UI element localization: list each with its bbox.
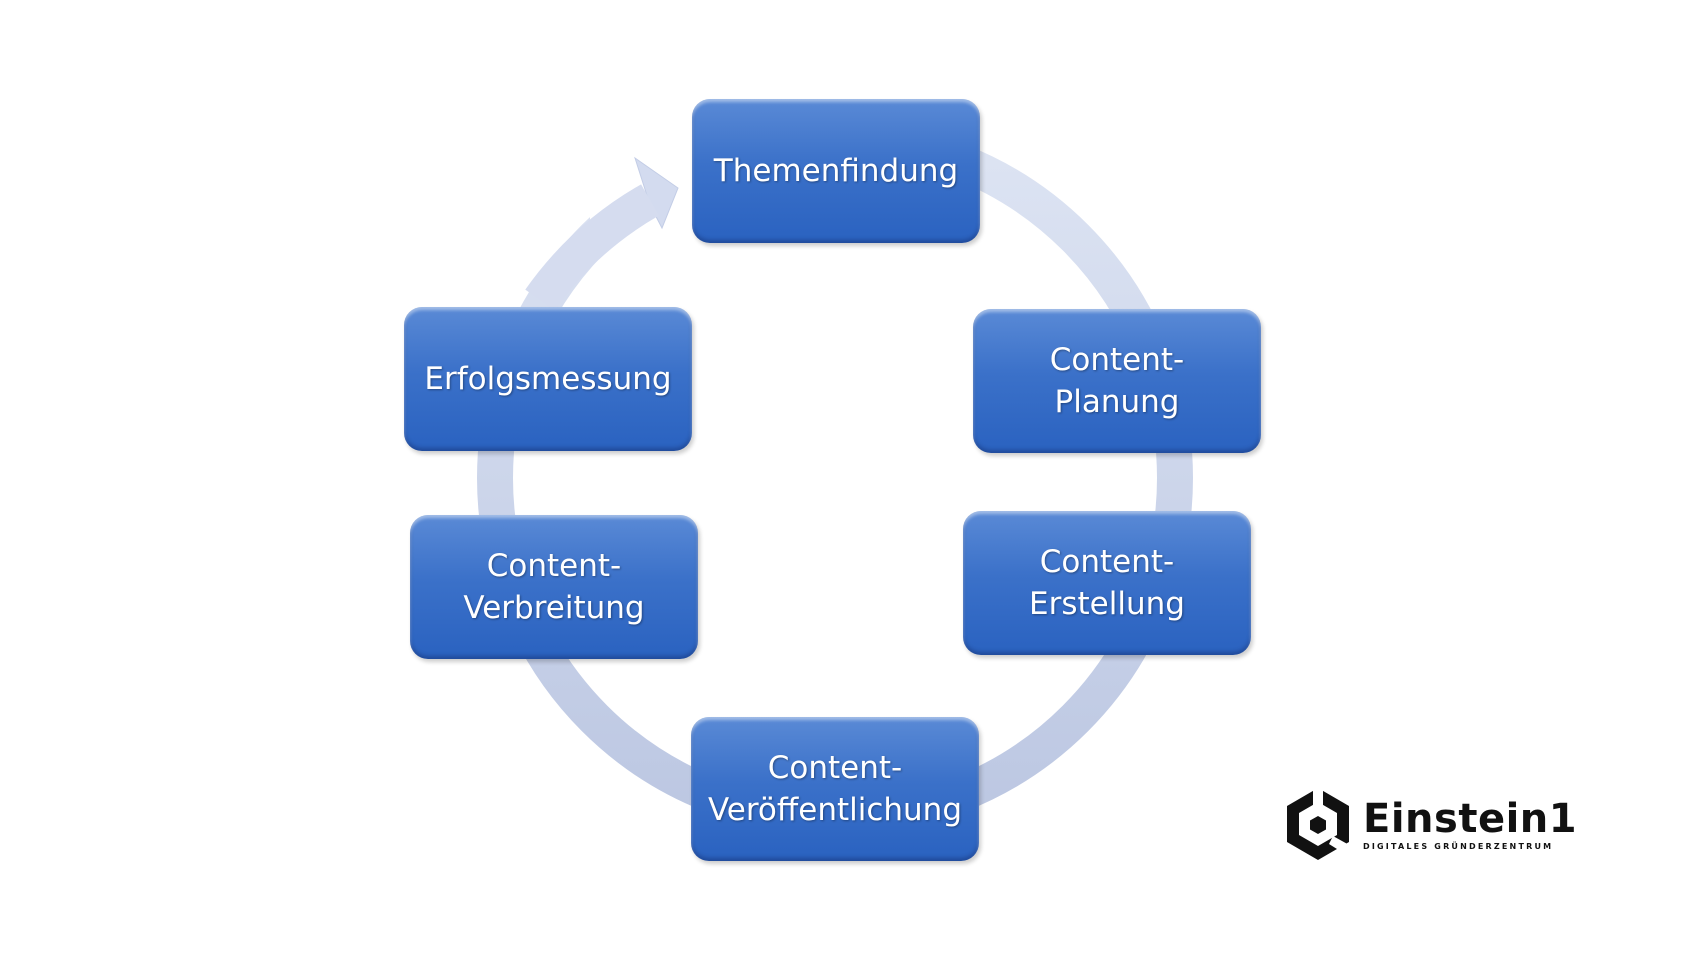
- step-content-planung: Content- Planung: [973, 309, 1261, 453]
- hexagon-logo-icon: [1287, 786, 1351, 860]
- step-label: Content- Veröffentlichung: [707, 750, 963, 828]
- step-themenfindung: Themenfindung: [692, 99, 980, 243]
- einstein1-logo: Einstein1 DIGITALES GRÜNDERZENTRUM: [1283, 786, 1577, 862]
- step-content-erstellung: Content- Erstellung: [963, 511, 1251, 655]
- step-label: Content- Verbreitung: [463, 548, 645, 626]
- arrowhead-icon: [634, 156, 679, 230]
- step-label: Content- Erstellung: [1029, 544, 1185, 622]
- step-content-veroeffentlichung: Content- Veröffentlichung: [691, 717, 979, 861]
- step-label: Themenfindung: [713, 153, 959, 189]
- step-label: Erfolgsmessung: [424, 361, 672, 397]
- step-content-verbreitung: Content- Verbreitung: [410, 515, 698, 659]
- step-label: Content- Planung: [1049, 342, 1185, 420]
- logo-name: Einstein1: [1363, 795, 1578, 842]
- logo-tagline: DIGITALES GRÜNDERZENTRUM: [1363, 841, 1554, 851]
- step-erfolgsmessung: Erfolgsmessung: [404, 307, 692, 451]
